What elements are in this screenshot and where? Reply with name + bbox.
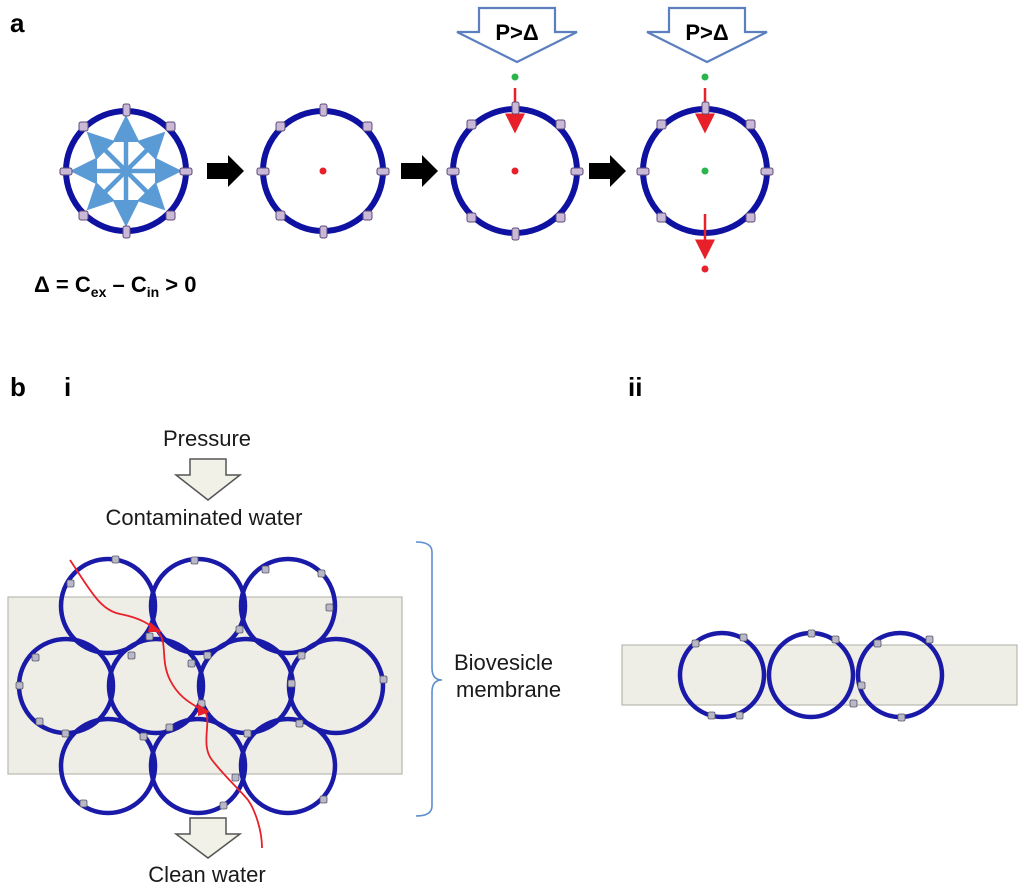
panel-b-i-label: i — [64, 372, 71, 402]
pressure-box-label-1: P>Δ — [495, 20, 538, 45]
pressure-arrow — [173, 458, 243, 501]
water-path — [69, 559, 263, 849]
membrane-label-line2: membrane — [456, 677, 561, 702]
panel-b-ii-label: ii — [628, 372, 642, 402]
vesicle-2 — [256, 103, 390, 239]
water-channels — [636, 101, 774, 223]
membrane-label-line1: Biovesicle — [454, 650, 553, 675]
water-channels — [59, 103, 193, 239]
osmotic-pressure-arrows — [70, 115, 182, 227]
delta-rhs: > 0 — [159, 272, 196, 297]
water-path-arrowhead-2 — [198, 704, 210, 716]
contaminated-water-label: Contaminated water — [106, 505, 303, 530]
pressure-box-label-2: P>Δ — [685, 20, 728, 45]
step-arrow-2 — [401, 155, 438, 187]
delta-lhs: Δ = C — [34, 272, 91, 297]
panel-a-letter: a — [10, 8, 25, 38]
water-path-arrowhead-1 — [148, 622, 162, 632]
membrane-slab-ii — [621, 644, 1018, 706]
cluster-water-channels — [15, 555, 388, 810]
delta-sub-in: in — [147, 284, 159, 300]
clean-water-arrow — [173, 817, 243, 859]
inside-dot — [511, 167, 519, 175]
pressure-box-arrow-2 — [646, 6, 768, 64]
step-arrow-1 — [207, 155, 244, 187]
delta-minus: – C — [106, 272, 146, 297]
vesicle-3: P>Δ — [446, 6, 584, 241]
delta-sub-ex: ex — [91, 284, 107, 300]
pressure-box-arrow-1 — [456, 6, 578, 64]
panel-b-letter: b — [10, 372, 26, 402]
inside-dot — [701, 167, 709, 175]
vesicle-4: P>Δ — [636, 6, 774, 273]
delta-formula: Δ = Cex – Cin > 0 — [34, 272, 196, 300]
step-arrow-3 — [589, 155, 626, 187]
pressure-label: Pressure — [163, 426, 251, 451]
outside-dot — [511, 73, 519, 81]
outside-dot — [701, 73, 709, 81]
outflow-dot — [701, 265, 709, 273]
vesicle-1 — [59, 103, 193, 239]
row-water-channels — [691, 629, 934, 722]
inside-dot — [319, 167, 327, 175]
water-channels — [256, 103, 390, 239]
clean-water-label: Clean water — [148, 862, 265, 887]
membrane-bracket — [415, 541, 443, 817]
water-channels — [446, 101, 584, 241]
